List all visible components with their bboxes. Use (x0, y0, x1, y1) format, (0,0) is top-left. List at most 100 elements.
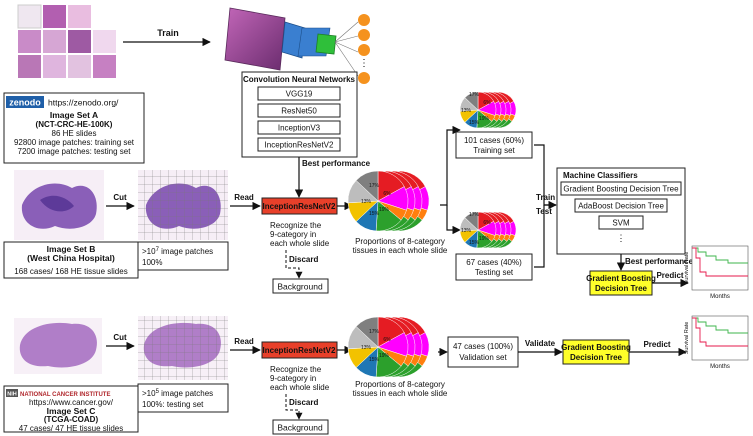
recognize-1-c: Recognize the (270, 365, 322, 374)
pie-percent-label: 13% (461, 228, 472, 234)
pie-percent-label: 17% (469, 92, 480, 98)
classifier-model-box (574, 198, 668, 213)
recognize-3-c: each whole slide (270, 383, 330, 392)
pie-percent-label: 15% (469, 240, 480, 246)
cnn-model-box (257, 120, 341, 135)
recognize-3-b: each whole slide (270, 239, 330, 248)
classifier-model-label: SVM (612, 219, 630, 228)
image-set-c-box (3, 385, 139, 433)
model-label-c: InceptionResNetV2 (263, 346, 336, 355)
test-to-classifier-line (534, 205, 545, 268)
nci-name: NATIONAL CANCER INSTITUTE (20, 392, 110, 398)
pie-percent-label: 15% (369, 357, 380, 363)
validation-set-box (447, 336, 519, 368)
patches-pct-b: 100% (142, 258, 162, 267)
zenodo-logo (6, 96, 44, 108)
km-axes (691, 245, 749, 291)
km-xlabel: Months (710, 294, 730, 300)
patches-count-c: >105 image patches (142, 389, 213, 398)
validation-set-label: Validation set (459, 353, 507, 362)
pie-percent-label: 6% (483, 100, 491, 106)
validation-cases: 47 cases (100%) (453, 342, 513, 351)
classifier-model-box (560, 181, 682, 196)
pie-percent-label: 13% (361, 345, 372, 351)
slide-c-image (14, 318, 102, 374)
mc-title: Machine Classifiers (563, 171, 638, 180)
nih-badge-text: NIH (7, 392, 17, 398)
background-label-c: Background (277, 423, 323, 433)
slide-b-image (14, 170, 104, 240)
predict-label-b: Predict (656, 271, 683, 280)
pie-percent-label: 19% (379, 353, 390, 359)
slide-b-patches (138, 170, 228, 240)
cut-label-b: Cut (113, 193, 127, 202)
set-c-cases: 47 cases/ 47 HE tissue slides (19, 424, 124, 433)
pie-percent-label: 19% (479, 236, 490, 242)
read-label-b: Read (234, 193, 254, 202)
to-training-arrow (440, 125, 461, 206)
image-set-b-box (3, 241, 139, 279)
best-performance-cnn: Best performance (302, 159, 371, 168)
proportions-2-b: tissues in each whole slide (353, 246, 448, 255)
km-curve-low (692, 317, 748, 347)
cnn-model-box (257, 137, 341, 152)
set-a-test: 7200 image patches: testing set (18, 147, 132, 156)
discard-arrow-c (285, 394, 303, 420)
patches-pct-c: 100%: testing set (142, 400, 204, 409)
pie-percent-label: 13% (361, 199, 372, 205)
set-c-title: Image Set C (47, 406, 96, 416)
train-label: Train (157, 28, 179, 38)
cnn-model-label: InceptionResNetV2 (265, 141, 334, 150)
set-a-title: Image Set A (50, 110, 98, 120)
gbdt-box-b (589, 270, 653, 296)
pie-percent-label: 6% (483, 220, 491, 226)
pie-percent-label: 19% (379, 207, 390, 213)
best-performance-mc: Best performance (625, 257, 694, 266)
set-a-slides: 86 HE slides (52, 129, 97, 138)
recognize-1-b: Recognize the (270, 221, 322, 230)
read-label-c: Read (234, 337, 254, 346)
slide-c-patches (138, 316, 228, 380)
pie-stack-c: 17%6%13%19%15% (347, 316, 430, 378)
mc-more: ⋮ (617, 233, 626, 243)
svg-text:⋮: ⋮ (359, 58, 369, 69)
pie-percent-label: 15% (469, 120, 480, 126)
recognize-2-c: 9-category in (270, 374, 316, 383)
discard-label-c: Discard (289, 398, 318, 407)
gbdt-2-c: Decision Tree (570, 353, 623, 362)
cnn-model-label: VGG19 (286, 90, 313, 99)
classifier-model-box (598, 215, 644, 230)
predict-label-c: Predict (643, 340, 670, 349)
pie-percent-label: 17% (369, 329, 380, 335)
cnn-model-box (257, 103, 341, 118)
pie-stack-testing: 17%6% 13% 19%15% (459, 211, 517, 249)
cnn-model-label: ResNet50 (281, 107, 317, 116)
pie-slice (355, 316, 379, 348)
set-a-train: 92800 image patches: training set (14, 138, 135, 147)
set-a-name: (NCT-CRC-HE-100K) (36, 120, 113, 129)
proportions-2-c: tissues in each whole slide (353, 389, 448, 398)
km-curve-low (692, 247, 748, 277)
pie-percent-label: 13% (461, 108, 472, 114)
km-curve-high (692, 317, 748, 334)
proportions-1-c: Proportions of 8-category (355, 380, 445, 389)
pie-stack-training: 17%6% 13% 19%15% (459, 91, 517, 129)
pie-percent-label: 17% (369, 183, 380, 189)
classifier-model-label: AdaBoost Decision Tree (578, 202, 664, 211)
train-arrow-label: Train (536, 193, 555, 202)
classifier-model-label: Gradient Boosting Decision Tree (563, 185, 679, 194)
cnn-title: Convolution Neural Networks (243, 75, 356, 84)
pie-percent-label: 17% (469, 212, 480, 218)
pie-percent-label: 19% (479, 116, 490, 122)
pie-slice (355, 170, 379, 202)
discard-label-b: Discard (289, 255, 318, 264)
nci-url: https://www.cancer.gov/ (29, 398, 114, 407)
zenodo-url: https://zenodo.org/ (48, 98, 119, 108)
cut-label-c: Cut (113, 333, 127, 342)
km-ylabel: Survival Rate (684, 252, 690, 285)
testing-cases: 67 cases (40%) (466, 258, 522, 267)
set-b-title: Image Set B (47, 244, 96, 254)
zenodo-logo-text: zenodo (9, 98, 41, 108)
